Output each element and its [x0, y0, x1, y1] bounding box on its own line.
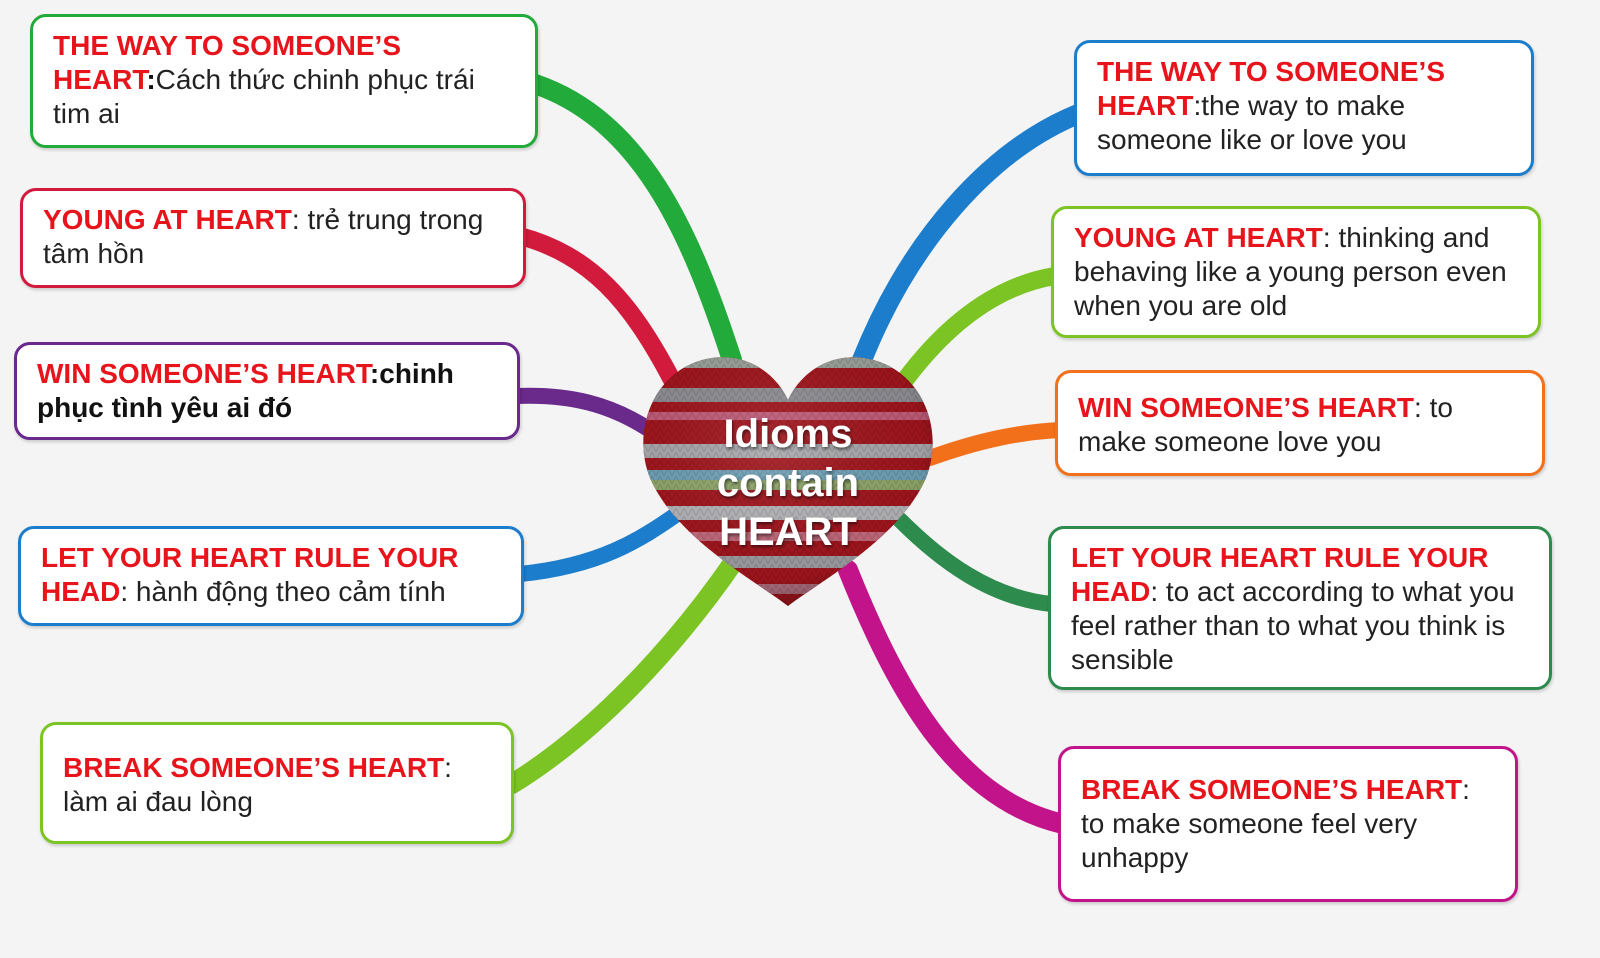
branch-right-4 — [838, 560, 1073, 834]
idiom-definition: thinking and behaving like a young perso… — [1074, 222, 1507, 321]
idiom-term: YOUNG AT HEART — [1074, 222, 1323, 253]
idiom-separator: : — [146, 64, 156, 95]
idiom-separator: : — [1150, 576, 1166, 607]
branch-left-3 — [512, 504, 688, 582]
branch-left-4 — [502, 550, 745, 794]
idiom-term: LET YOUR HEART RULE YOUR HEAD — [41, 542, 459, 607]
idiom-definition: Cách thức chinh phục trái tim ai — [53, 64, 475, 129]
idiom-definition: to make someone love you — [1078, 392, 1453, 457]
center-title-line-3: HEART — [719, 510, 857, 554]
idiom-term: BREAK SOMEONE’S HEART — [1081, 774, 1463, 805]
idiom-box-right-1: YOUNG AT HEART: thinking and behaving li… — [1051, 206, 1541, 338]
idiom-separator: : — [291, 204, 308, 235]
branch-right-3 — [892, 512, 1060, 612]
idiom-separator: : — [1193, 90, 1202, 121]
idiom-separator: : — [1462, 774, 1470, 805]
idiom-term: THE WAY TO SOMEONE’S HEART — [53, 30, 402, 95]
idiom-term: WIN SOMEONE’S HEART — [37, 358, 370, 389]
idiom-definition: to act according to what you feel rather… — [1071, 576, 1515, 675]
idiom-box-right-3: LET YOUR HEART RULE YOUR HEAD: to act ac… — [1048, 526, 1552, 690]
knitted-heart-icon — [643, 357, 933, 606]
center-title-line-1: Idioms — [723, 412, 853, 456]
branch-right-2 — [922, 422, 1068, 466]
idiom-term: WIN SOMEONE’S HEART — [1078, 392, 1415, 423]
branch-right-1 — [896, 267, 1064, 389]
center-heart: Idioms contain HEART — [636, 348, 940, 614]
idiom-separator: : — [369, 358, 380, 389]
idiom-box-right-0: THE WAY TO SOMEONE’S HEART:the way to ma… — [1074, 40, 1534, 176]
idiom-separator: : — [120, 576, 136, 607]
center-title: Idioms contain HEART — [636, 410, 940, 557]
branch-left-1 — [511, 227, 681, 389]
branch-left-2 — [508, 387, 658, 438]
idiom-box-right-4: BREAK SOMEONE’S HEART: to make someone f… — [1058, 746, 1518, 902]
idiom-definition: to make someone feel very unhappy — [1081, 808, 1418, 873]
idiom-term: THE WAY TO SOMEONE’S HEART — [1097, 56, 1446, 121]
idiom-box-left-0: THE WAY TO SOMEONE’S HEART:Cách thức chi… — [30, 14, 538, 148]
idiom-separator: : — [444, 752, 452, 783]
idiom-separator: : — [1414, 392, 1430, 423]
idiom-term: YOUNG AT HEART — [43, 204, 292, 235]
idiom-definition: trẻ trung trong tâm hồn — [43, 204, 484, 269]
idiom-term: LET YOUR HEART RULE YOUR HEAD — [1071, 542, 1489, 607]
branch-left-0 — [525, 74, 742, 370]
idiom-definition: chinh phục tình yêu ai đó — [37, 358, 454, 423]
idiom-box-left-2: WIN SOMEONE’S HEART:chinh phục tình yêu … — [14, 342, 520, 440]
idiom-separator: : — [1322, 222, 1339, 253]
idiom-box-left-1: YOUNG AT HEART: trẻ trung trong tâm hồn — [20, 188, 526, 288]
idiom-definition: hành động theo cảm tính — [135, 576, 446, 607]
idiom-box-right-2: WIN SOMEONE’S HEART: to make someone lov… — [1055, 370, 1545, 476]
idiom-definition: làm ai đau lòng — [63, 786, 253, 817]
center-title-line-2: contain — [716, 461, 860, 505]
idiom-term: BREAK SOMEONE’S HEART — [63, 752, 445, 783]
branch-right-0 — [852, 104, 1088, 370]
idiom-box-left-3: LET YOUR HEART RULE YOUR HEAD: hành động… — [18, 526, 524, 626]
idiom-box-left-4: BREAK SOMEONE’S HEART: làm ai đau lòng — [40, 722, 514, 844]
idiom-definition: the way to make someone like or love you — [1097, 90, 1407, 155]
